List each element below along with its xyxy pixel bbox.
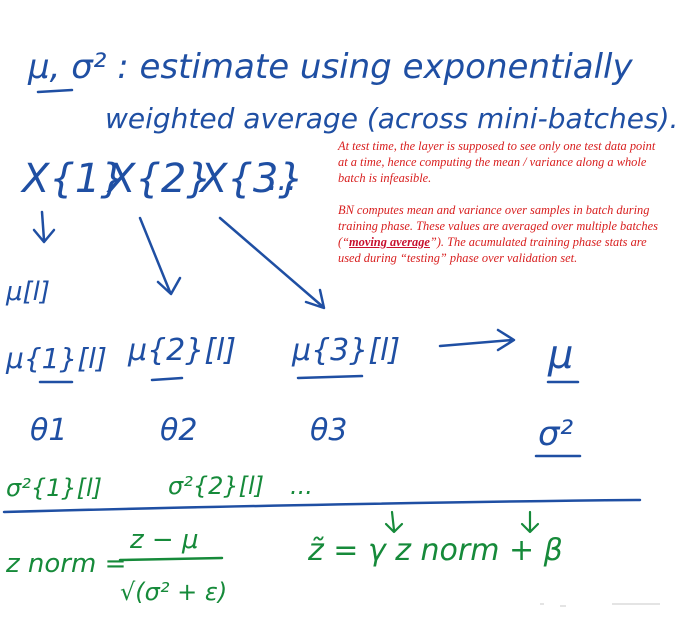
- x-term-2: X{2}: [106, 156, 212, 202]
- sigma-terms: σ²{1}[l] σ²{2}[l] ...: [6, 472, 313, 502]
- x-terms: X{1} X{2} X{3} ...: [20, 156, 304, 202]
- mu-result: μ: [547, 332, 573, 378]
- theta-1: θ1: [30, 413, 67, 448]
- sigma-term-2: σ²{2}[l]: [168, 472, 264, 500]
- theta-3: θ3: [310, 413, 347, 448]
- beta-arrow: [520, 510, 540, 534]
- mu-term-3: μ{3}[l]: [291, 333, 400, 368]
- test-time-note: At test time, the layer is supposed to s…: [338, 138, 663, 281]
- x-term-1: X{1}: [20, 156, 126, 202]
- mu-term-2: μ{2}[l]: [127, 333, 236, 368]
- note-paragraph-2: BN computes mean and variance over sampl…: [338, 202, 663, 267]
- mu-underline: [36, 88, 74, 94]
- sigma-term-1: σ²{1}[l]: [6, 474, 102, 502]
- x-term-3: X{3}: [198, 156, 304, 202]
- note-p2-before: BN computes mean and variance over sampl…: [338, 202, 658, 250]
- arrows-down: [32, 210, 516, 352]
- faint-marks: [540, 603, 660, 607]
- sigma-result: σ²: [538, 414, 574, 454]
- line1-text: μ, σ² : estimate using exponentially: [27, 47, 634, 87]
- note-p2-after: ”). The acumulated training phase stats …: [338, 235, 647, 266]
- z-norm-lhs: z norm =: [5, 549, 126, 579]
- mu-layer-label: μ[l]: [5, 277, 50, 307]
- mu3-underline: [296, 374, 364, 380]
- note-paragraph-1: At test time, the layer is supposed to s…: [338, 139, 656, 186]
- mu-terms: μ{1}[l] μ{2}[l] μ{3}[l] μ: [5, 332, 580, 384]
- z-norm-formula: z norm = z − μ √(σ² + ε): [5, 525, 227, 606]
- theta-2: θ2: [160, 413, 197, 448]
- mu2-underline: [150, 376, 184, 382]
- x-term-ellipsis: ...: [268, 163, 297, 198]
- arrow-3: [218, 216, 326, 310]
- sigma-term-ellipsis: ...: [290, 472, 313, 500]
- z-tilde-text: z̃ = γ z norm + β: [307, 533, 563, 568]
- z-norm-numerator: z − μ: [129, 525, 199, 555]
- arrow-1: [32, 210, 56, 244]
- arrow-to-mu: [438, 328, 516, 352]
- divider-line: [2, 498, 642, 514]
- mu-term-1: μ{1}[l]: [5, 342, 107, 375]
- arrow-2: [138, 216, 182, 296]
- z-tilde-formula: z̃ = γ z norm + β: [307, 510, 563, 568]
- fraction-bar: [118, 556, 224, 562]
- theta-terms: θ1 θ2 θ3 σ²: [30, 413, 582, 458]
- moving-average-emphasis: moving average: [349, 235, 430, 250]
- z-norm-denominator: √(σ² + ε): [120, 578, 227, 606]
- gamma-arrow: [384, 510, 404, 534]
- line2-text: weighted average (across mini-batches).: [105, 102, 678, 135]
